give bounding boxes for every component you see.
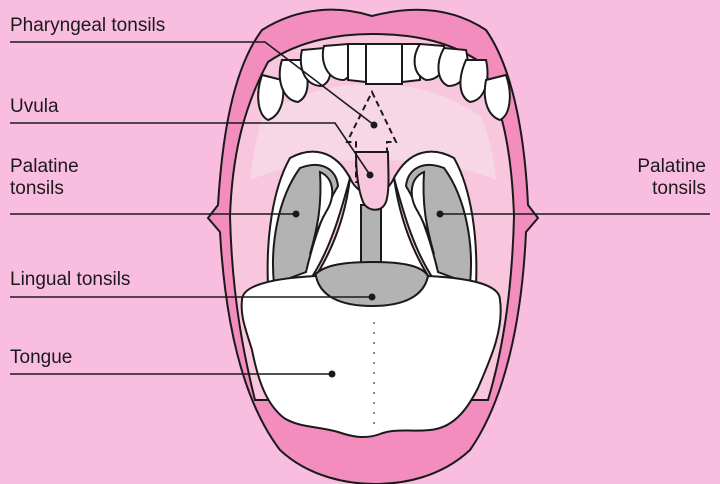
label-palatine-left-line1: Palatine — [10, 156, 79, 178]
dot-palatine-right — [437, 211, 444, 218]
dot-pharyngeal — [371, 122, 378, 129]
dot-palatine-left — [293, 211, 300, 218]
label-palatine-left-line2: tonsils — [10, 178, 79, 200]
dot-uvula — [367, 172, 374, 179]
label-uvula: Uvula — [10, 96, 59, 118]
label-palatine-tonsils-left: Palatine tonsils — [10, 156, 79, 200]
label-pharyngeal-tonsils: Pharyngeal tonsils — [10, 15, 165, 37]
label-lingual-tonsils: Lingual tonsils — [10, 269, 130, 291]
label-palatine-tonsils-right: Palatine tonsils — [637, 156, 706, 200]
epiglottis — [361, 205, 381, 263]
label-palatine-right-line2: tonsils — [637, 178, 706, 200]
label-palatine-right-line1: Palatine — [637, 156, 706, 178]
dot-tongue — [329, 371, 336, 378]
label-tongue: Tongue — [10, 347, 72, 369]
dot-lingual — [369, 294, 376, 301]
